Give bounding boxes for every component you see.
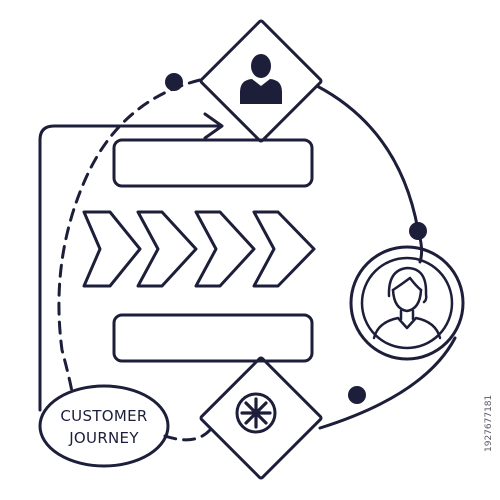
chevron-1 (82, 210, 142, 288)
stage-bar-top (112, 138, 314, 188)
progress-chevrons (82, 210, 316, 288)
chevron-3 (194, 210, 256, 288)
feedback-arrow-head (203, 112, 224, 140)
customer-avatar-icon (372, 266, 442, 340)
node-dot-top (165, 73, 183, 91)
chevron-4 (252, 210, 316, 288)
label-line-2: JOURNEY (68, 429, 139, 447)
person-icon (240, 54, 282, 104)
feedback-arrow (38, 124, 220, 412)
label-line-1: CUSTOMER (60, 407, 147, 425)
avatar-ring-inner (360, 256, 454, 350)
node-dot-bottom (348, 386, 366, 404)
stock-id-text: 1927677181 (484, 395, 494, 452)
journey-arc-solid-bottom (318, 336, 457, 430)
journey-arc-dashed (57, 78, 202, 394)
bottom-diamond (199, 356, 323, 480)
stage-bar-bottom (112, 313, 314, 363)
asterisk-icon (235, 392, 277, 434)
journey-arc-dashed-bottom (163, 428, 212, 442)
journey-arc-solid (315, 84, 420, 232)
node-dot-right (409, 222, 427, 240)
label-ellipse (38, 384, 170, 468)
top-diamond (199, 19, 323, 143)
chevron-2 (136, 210, 198, 288)
avatar-ring-outer (349, 245, 465, 361)
